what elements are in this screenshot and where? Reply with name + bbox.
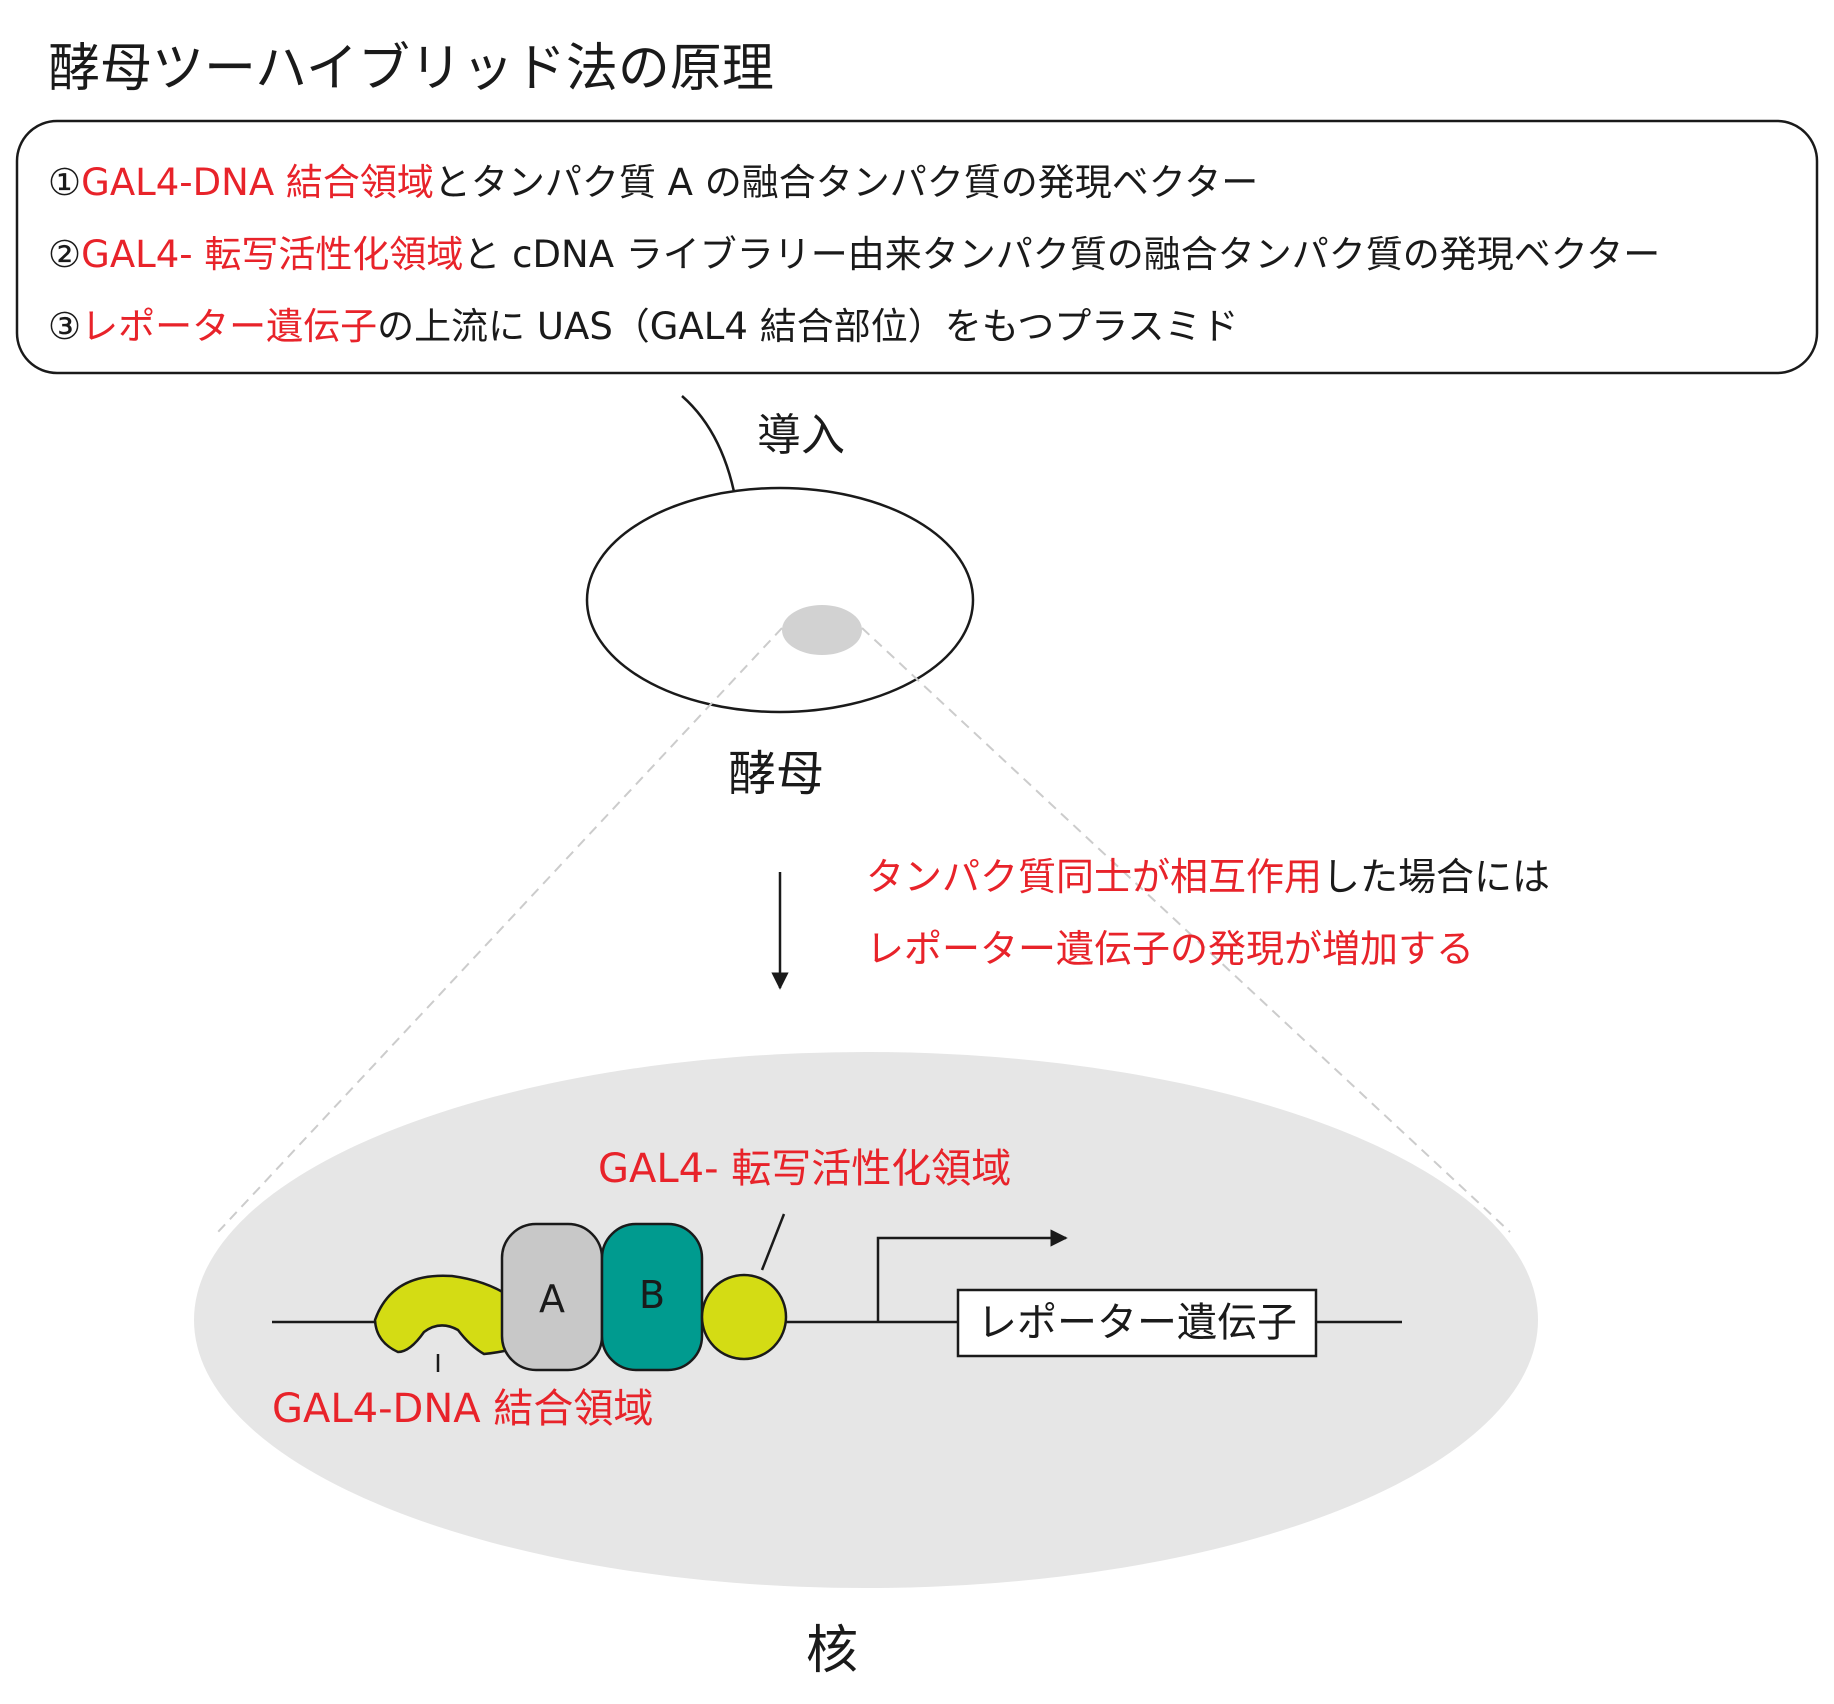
interaction-note-line-2: レポーター遺伝子の発現が増加する bbox=[866, 927, 1474, 971]
zoom-line-left bbox=[217, 627, 783, 1233]
protein-b-label: B bbox=[639, 1273, 665, 1317]
vector-item-3-text: の上流に UAS（GAL4 結合部位）をもつプラスミド bbox=[377, 305, 1238, 348]
dna-binding-domain-label: GAL4-DNA 結合領域 bbox=[272, 1386, 653, 1432]
yeast-label: 酵母 bbox=[728, 746, 824, 802]
vector-item-3: ③レポーター遺伝子の上流に UAS（GAL4 結合部位）をもつプラスミド bbox=[48, 305, 1239, 348]
gal4-dna-binding-domain bbox=[373, 1274, 532, 1356]
vector-item-3-number: ③ bbox=[48, 305, 81, 348]
vector-item-2-text: と cDNA ライブラリー由来タンパク質の融合タンパク質の発現ベクター bbox=[463, 233, 1660, 276]
yeast-nucleus bbox=[782, 605, 862, 655]
activation-domain-pointer bbox=[760, 1213, 786, 1271]
interaction-note-highlight: タンパク質同士が相互作用 bbox=[866, 855, 1322, 899]
page-title: 酵母ツーハイブリッド法の原理 bbox=[48, 39, 774, 99]
nucleus-label: 核 bbox=[806, 1621, 858, 1681]
vector-item-2: ②GAL4- 転写活性化領域と cDNA ライブラリー由来タンパク質の融合タンパ… bbox=[48, 233, 1660, 276]
vector-item-1-number: ① bbox=[48, 161, 81, 204]
interaction-note-text: した場合には bbox=[1322, 855, 1550, 899]
zoom-line-right bbox=[861, 627, 1511, 1233]
introduction-label: 導入 bbox=[757, 410, 845, 461]
protein-a-label: A bbox=[539, 1277, 565, 1321]
vector-item-1: ①GAL4-DNA 結合領域とタンパク質 A の融合タンパク質の発現ベクター bbox=[48, 161, 1258, 204]
vector-item-2-number: ② bbox=[48, 233, 81, 276]
nucleus bbox=[194, 1052, 1538, 1588]
vector-item-1-text: とタンパク質 A の融合タンパク質の発現ベクター bbox=[434, 161, 1258, 204]
protein-b bbox=[600, 1222, 704, 1372]
vector-item-1-highlight: GAL4-DNA 結合領域 bbox=[81, 161, 434, 204]
reporter-gene-box bbox=[956, 1288, 1318, 1358]
interaction-note-line-1: タンパク質同士が相互作用した場合には bbox=[866, 855, 1550, 899]
yeast-cell bbox=[585, 486, 975, 714]
transcription-start-arrow bbox=[876, 1229, 1068, 1322]
vector-item-3-highlight: レポーター遺伝子 bbox=[81, 305, 377, 348]
activation-domain-label: GAL4- 転写活性化領域 bbox=[598, 1146, 1011, 1192]
vector-list-box bbox=[15, 119, 1819, 375]
reporter-gene-label: レポーター遺伝子 bbox=[977, 1300, 1297, 1346]
gal4-activation-domain bbox=[700, 1273, 788, 1361]
vector-item-2-highlight: GAL4- 転写活性化領域 bbox=[81, 233, 463, 276]
